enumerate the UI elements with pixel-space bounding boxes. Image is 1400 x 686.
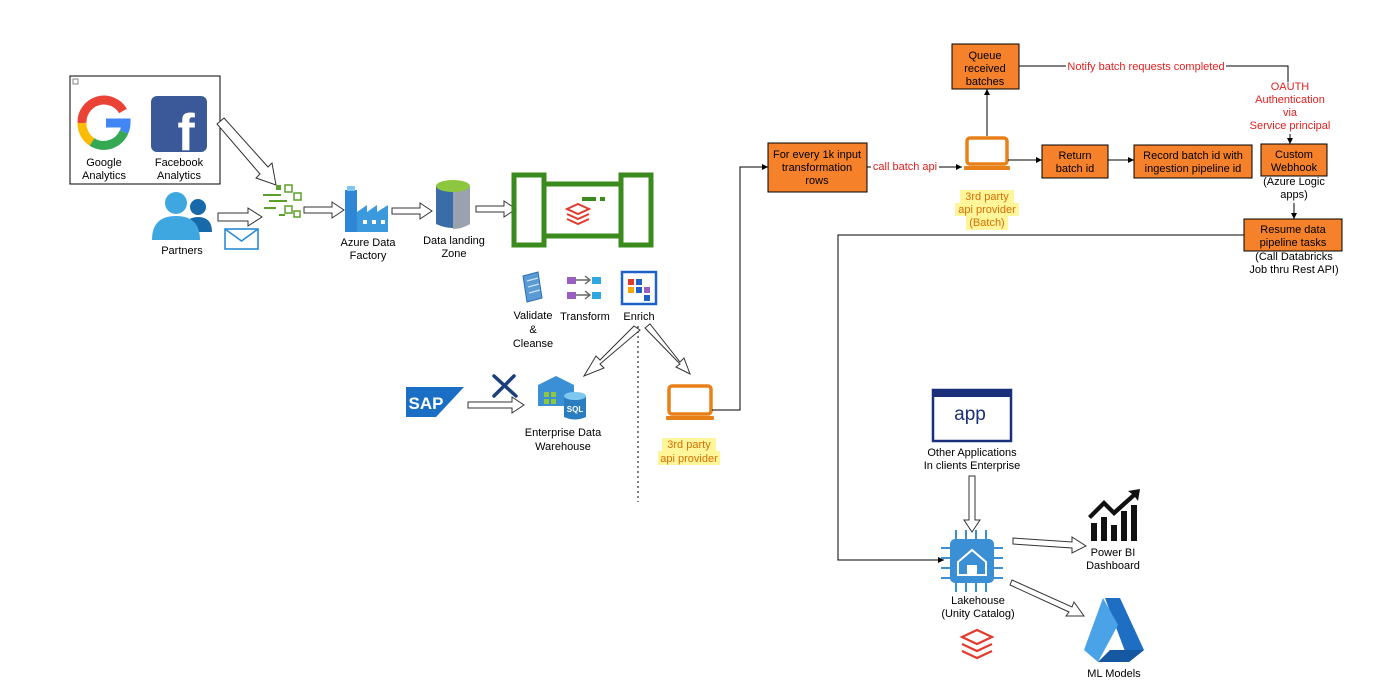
api-provider-batch-computer-icon [964,136,1010,170]
tools-icon [492,374,518,398]
api-batch-highlight-3 [966,216,1008,230]
databricks-logo-icon [564,202,592,226]
custom-webhook-box [1260,143,1328,177]
partners-to-ingest-arrow [217,207,263,227]
sources-to-ingest-arrow [216,117,277,186]
api-provider-highlight-2 [658,451,720,465]
partners-label: Partners [161,245,203,257]
record-batch-box [1133,144,1253,179]
ml-models-icon [1084,598,1144,662]
enrich-to-api-arrow [644,323,691,376]
enrich-label: Enrich [623,311,654,323]
app-icon-text: app [954,404,986,425]
transform-label: Transform [560,311,610,323]
powerbi-chart-icon [1088,489,1140,541]
enrich-icon [620,270,658,306]
partners-icon [152,192,212,240]
lakehouse-label: Lakehouse(Unity Catalog) [941,595,1014,620]
api-provider-computer-icon [666,384,714,420]
api-batch-highlight-2 [955,203,1019,216]
adf-to-landing-arrow [391,202,433,220]
data-landing-zone-icon [436,180,470,229]
api-provider-highlight-1 [662,438,716,451]
every-1k-rows-box [767,142,868,193]
sap-logo-icon: SAP [406,387,464,417]
transform-icon [567,275,601,300]
sap-logo-text: SAP [409,394,444,413]
lakehouse-databricks-logo-icon [959,628,995,660]
enterprise-data-warehouse-icon: SQL [538,376,586,420]
lakehouse-icon [941,530,1003,592]
svg-text:f: f [177,104,195,162]
app-icon: app [931,388,1013,443]
validate-icon [522,271,543,303]
google-analytics-icon [77,95,131,150]
email-icon [224,228,259,250]
landing-to-pipeline-arrow [475,200,517,218]
ml-models-label: ML Models [1087,668,1141,680]
lakehouse-to-powerbi-arrow [1012,536,1088,554]
source-arrows [216,117,277,227]
api-to-batch-connector [712,166,768,411]
validate-label: Validate&Cleanse [513,310,553,350]
apps-to-lakehouse-arrow [963,475,981,533]
api-batch-highlight-1 [960,190,1014,203]
svg-text:SQL: SQL [567,405,584,414]
databricks-pipeline-icon [511,172,654,248]
queue-box [951,43,1020,90]
resume-to-lakehouse-connector [837,234,1244,561]
sap-to-edw-arrow [467,396,525,414]
facebook-analytics-icon: f [151,96,207,162]
azure-data-factory-icon [345,186,388,232]
return-batch-box [1041,144,1109,179]
enrich-to-edw-arrow [582,325,641,378]
ingestion-icon [263,184,302,218]
notify-label: Notify batch requests completed [1067,61,1224,73]
broken-image-marker [72,78,79,85]
resume-pipeline-box [1243,218,1343,252]
lakehouse-to-ml-arrow [1009,579,1085,617]
ingest-to-adf-arrow [303,201,345,219]
call-batch-api-label: call batch api [873,161,937,173]
